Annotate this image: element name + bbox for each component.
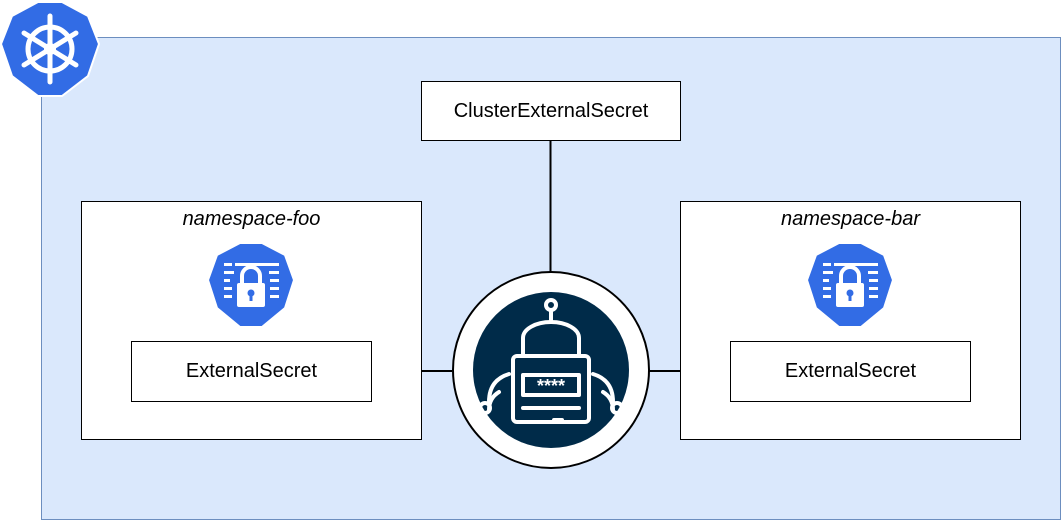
cluster-external-secret-box[interactable]: ClusterExternalSecret — [421, 81, 681, 141]
secret-lock-icon — [207, 242, 295, 328]
external-secret-foo[interactable]: ExternalSecret — [131, 341, 372, 402]
password-mask-text: **** — [537, 376, 565, 396]
external-secret-bar[interactable]: ExternalSecret — [730, 341, 971, 402]
external-secret-label: ExternalSecret — [784, 360, 917, 382]
cluster-external-secret-label: ClusterExternalSecret — [453, 99, 649, 122]
secret-lock-icon — [806, 242, 894, 328]
external-secret-label: ExternalSecret — [185, 360, 318, 382]
external-secrets-operator[interactable]: **** — [451, 270, 651, 470]
robot-password-icon — [487, 298, 615, 424]
kubernetes-icon — [0, 0, 100, 98]
namespace-title: namespace-bar — [781, 208, 920, 230]
namespace-title: namespace-foo — [182, 208, 321, 230]
